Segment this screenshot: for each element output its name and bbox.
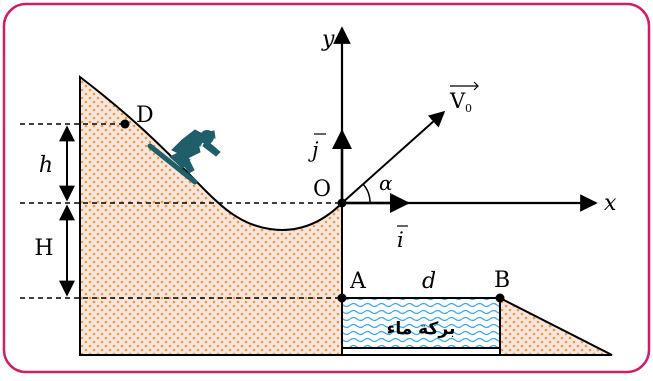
h-label: h [39,153,53,178]
x-axis-label: x [604,191,617,216]
y-axis-label: y [321,27,335,52]
point-d [120,119,130,129]
v0-label: V [449,89,466,113]
right-slope [499,296,613,356]
i-label: i [397,228,404,252]
pool-label: بركة ماء [387,319,456,339]
left-hill [79,74,343,356]
point-a-label: A [349,269,367,294]
point-a [337,293,347,303]
point-b [495,293,505,303]
alpha-arc [362,183,371,204]
snowboarder-icon [147,129,221,185]
alpha-label: α [379,171,393,195]
outer-frame [2,2,651,374]
point-o-label: O [313,177,331,202]
d-label: d [422,269,436,294]
H-label: H [34,236,53,261]
v0-vector [341,110,446,204]
point-o [337,198,347,208]
j-label: j [308,138,319,162]
point-b-label: B [494,268,510,293]
point-d-label: D [136,103,154,128]
v0-subscript: 0 [465,102,472,115]
